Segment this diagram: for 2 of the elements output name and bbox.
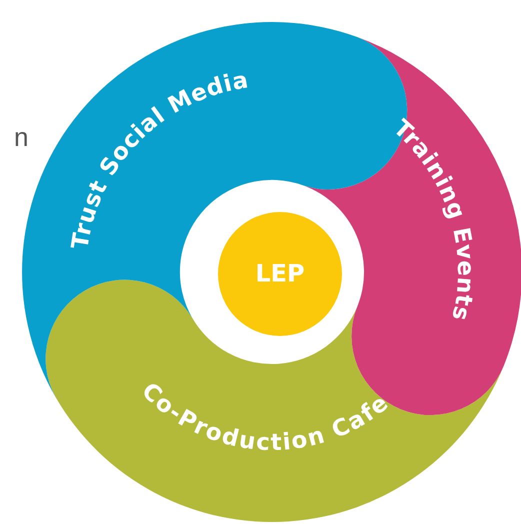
cropped-text: n [14,122,28,153]
center-label: LEP [255,260,305,288]
